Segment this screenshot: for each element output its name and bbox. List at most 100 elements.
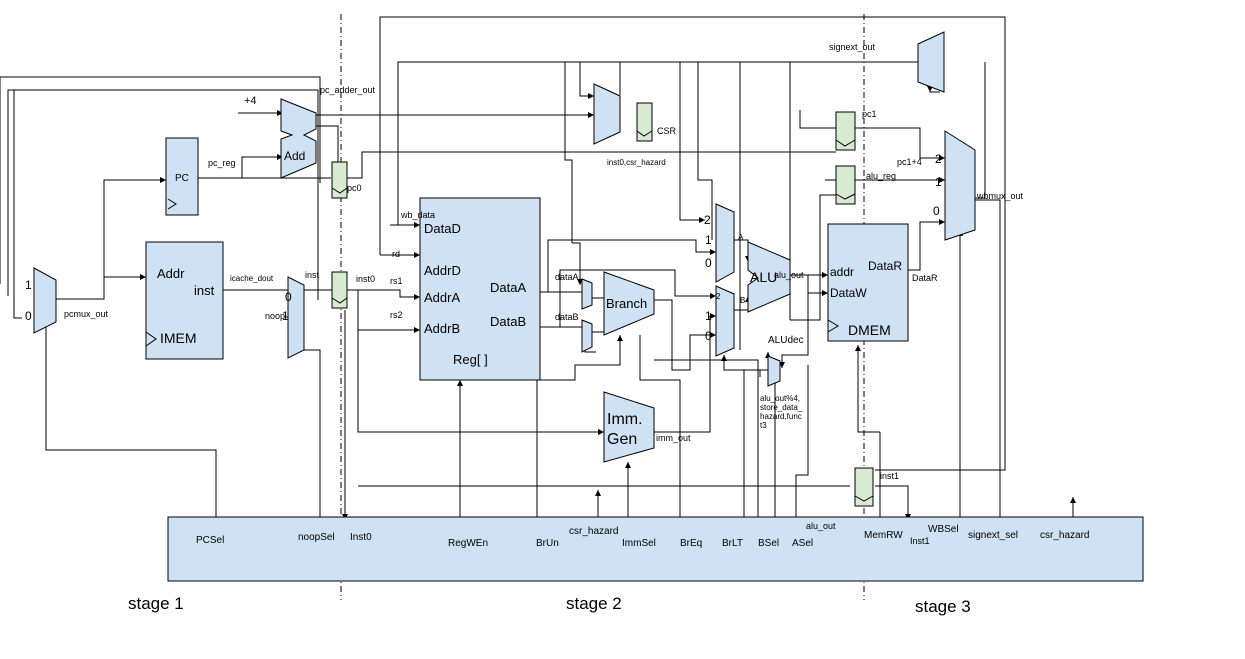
dataa-label: dataA [555, 272, 579, 282]
aludec-label: ALUdec [768, 335, 804, 346]
wbmux-input-2: 2 [935, 152, 942, 166]
alu-label: ALU [750, 269, 777, 285]
ctrl-memrw: MemRW [864, 530, 903, 541]
pc-mux [33, 267, 57, 334]
stage-labels: stage 1 stage 2 stage 3 [128, 594, 971, 616]
imm-gen [603, 391, 655, 463]
rs1-label: rs1 [390, 276, 403, 286]
plus4-label: +4 [244, 95, 257, 107]
dmem-addr-label: addr [830, 265, 854, 279]
dmem-name-label: DMEM [848, 322, 891, 338]
pcmux-input-1: 1 [25, 278, 32, 292]
inst0-csr-hazard-label: inst0,csr_hazard [607, 158, 666, 167]
a-mux [715, 203, 735, 283]
imem [145, 241, 224, 360]
alu [747, 241, 791, 313]
dataa-mux [581, 278, 593, 310]
ctrl-brlt: BrLT [722, 538, 743, 549]
alu-reg-register [835, 165, 856, 205]
reg-datab-label: DataB [490, 314, 526, 329]
imm-out-label: imm_out [656, 433, 691, 443]
block-labels: PC +4 Add Addr inst IMEM DataD AddrD Add… [157, 95, 902, 448]
ctrl-wbsel: WBSel [928, 524, 959, 535]
mux-b-label: B [740, 296, 745, 305]
inst-label: inst [305, 270, 320, 280]
ctrl-noopsel: noopSel [298, 532, 335, 543]
hazard-func-label: hazard,func [760, 412, 802, 421]
inst0-label: inst0 [356, 274, 375, 284]
mux-a-label: A [738, 233, 744, 242]
ctrl-immsel: ImmSel [622, 538, 656, 549]
alu-reg-label: alu_reg [866, 171, 896, 181]
noop-mux-input-0: 0 [285, 290, 292, 304]
datab-label: dataB [555, 312, 579, 322]
signext-out-label: signext_out [829, 42, 876, 52]
bmux-input-0: 0 [705, 329, 712, 343]
stage-1-label: stage 1 [128, 594, 184, 613]
bmux-input-1: 1 [705, 309, 712, 323]
icache-dout-label: icache_dout [230, 274, 274, 283]
branch-label: Branch [606, 296, 647, 311]
control-labels: PCSel noopSel Inst0 RegWEn BrUn csr_haza… [196, 521, 1089, 549]
adder-label: Add [284, 149, 305, 163]
alu-out-label: alu_out [774, 270, 804, 280]
inst1-register [854, 467, 874, 507]
pc0-label: pc0 [347, 183, 362, 193]
immgen-label-2: Gen [607, 431, 637, 448]
bmux-input-2: 2 [716, 292, 721, 301]
reg-dataa-label: DataA [490, 280, 526, 295]
csr-label: CSR [657, 126, 677, 136]
noop-mux [287, 276, 305, 359]
store-mux [767, 355, 781, 387]
reg-addra-label: AddrA [424, 290, 460, 305]
pc-adder [280, 98, 317, 179]
inst0-register [331, 271, 348, 309]
pc-register [165, 137, 199, 216]
pc1-register [835, 111, 856, 151]
register-file [419, 197, 541, 381]
wb-data-label: wb_data [400, 210, 435, 220]
ctrl-bsel: BSel [758, 538, 779, 549]
rs2-label: rs2 [390, 310, 403, 320]
imem-addr-label: Addr [157, 266, 185, 281]
csr-register [636, 102, 653, 142]
stage-2-label: stage 2 [566, 594, 622, 613]
csr-mux [593, 83, 621, 145]
pc-reg-label: pc_reg [208, 158, 236, 168]
signext-unit [917, 31, 945, 93]
datab-mux [581, 319, 593, 353]
ctrl-regwen: RegWEn [448, 538, 488, 549]
ctrl-breq: BrEq [680, 538, 702, 549]
amux-input-1: 1 [705, 233, 712, 247]
reg-addrb-label: AddrB [424, 321, 460, 336]
ctrl-csr-hazard-2: csr_hazard [1040, 530, 1089, 541]
dmem-dataw-label: DataW [830, 286, 867, 300]
t3-label: t3 [760, 421, 767, 430]
rd-label: rd [392, 249, 400, 259]
wb-mux [944, 130, 976, 241]
b-mux [715, 285, 735, 357]
pc1-label: pc1 [862, 109, 877, 119]
dmem [827, 223, 909, 342]
amux-input-0: 0 [705, 256, 712, 270]
imem-inst-label: inst [194, 283, 215, 298]
wbmux-input-0: 0 [933, 204, 940, 218]
imem-name-label: IMEM [160, 330, 197, 346]
datar-wire-label: DataR [912, 273, 938, 283]
noop-label: noop [265, 311, 285, 321]
ctrl-inst1: Inst1 [910, 536, 930, 546]
pc-adder-out-label: pc_adder_out [320, 85, 376, 95]
reg-name-label: Reg[ ] [453, 352, 488, 367]
branch-comparator [603, 271, 655, 336]
ctrl-csr-hazard: csr_hazard [569, 526, 618, 537]
pcmux-out-label: pcmux_out [64, 309, 109, 319]
dmem-datar-label: DataR [868, 259, 902, 273]
alu-out-mod-label: alu_out%4, [760, 394, 800, 403]
ctrl-pcsel: PCSel [196, 535, 224, 546]
ctrl-brun: BrUn [536, 538, 559, 549]
pc-label: PC [175, 173, 189, 184]
wbmux-out-label: wbmux_out [976, 191, 1024, 201]
reg-addrd-label: AddrD [424, 263, 461, 278]
noop-mux-input-1: 1 [282, 309, 289, 323]
